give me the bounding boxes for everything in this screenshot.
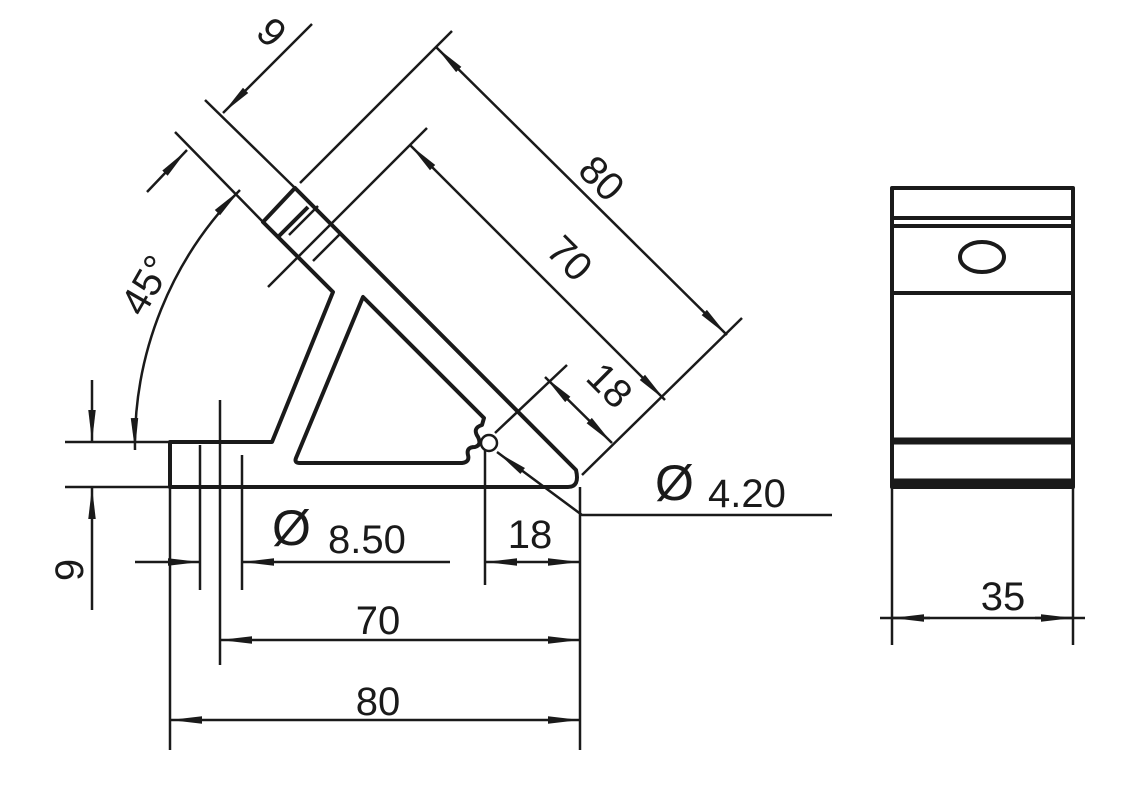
- dim-arm-80: 80: [570, 148, 633, 211]
- angle-45: 45°: [113, 248, 181, 322]
- extension-line: [299, 30, 453, 184]
- front-hole: [958, 240, 1006, 274]
- hole-line: [276, 205, 310, 239]
- extension-line: [267, 127, 428, 288]
- bracket-side-view: [168, 186, 579, 665]
- dim-hole-large: 8.50: [328, 518, 406, 562]
- dim-base-80: 80: [356, 680, 401, 724]
- dim-hole-small: 4.20: [708, 472, 786, 516]
- dim-line-arm-80: [435, 46, 728, 336]
- dim-line-arm-9: [146, 149, 188, 193]
- dim-base-70: 70: [356, 599, 401, 643]
- front-outline: [890, 186, 1075, 489]
- angle-arc: [130, 189, 241, 451]
- dim-line-arm-18: [544, 376, 613, 444]
- extension-line: [204, 99, 296, 189]
- dim-base-thickness-9: 9: [48, 559, 92, 581]
- hole-small: [479, 433, 499, 453]
- extension-line: [494, 364, 568, 434]
- dim-line-arm-70: [409, 144, 666, 401]
- dimensions: 80 70 18 9 45° 9 Ø 8.50 18 70: [48, 9, 832, 750]
- bracket-outline: [168, 186, 579, 489]
- dim-base-18: 18: [508, 513, 553, 557]
- diameter-symbol: Ø: [655, 455, 694, 511]
- diameter-symbol: Ø: [272, 500, 311, 556]
- dim-width-35: 35: [981, 575, 1026, 619]
- hole-centerline: [312, 233, 341, 262]
- dim-line-arm-9: [222, 23, 313, 114]
- extension-line: [174, 131, 264, 223]
- hole-centerline: [288, 205, 319, 236]
- leader-hole-small: [496, 450, 832, 517]
- bracket-front-view: 35: [880, 186, 1085, 645]
- dim-arm-18: 18: [578, 355, 641, 418]
- bracket-inner-cavity: [293, 295, 486, 465]
